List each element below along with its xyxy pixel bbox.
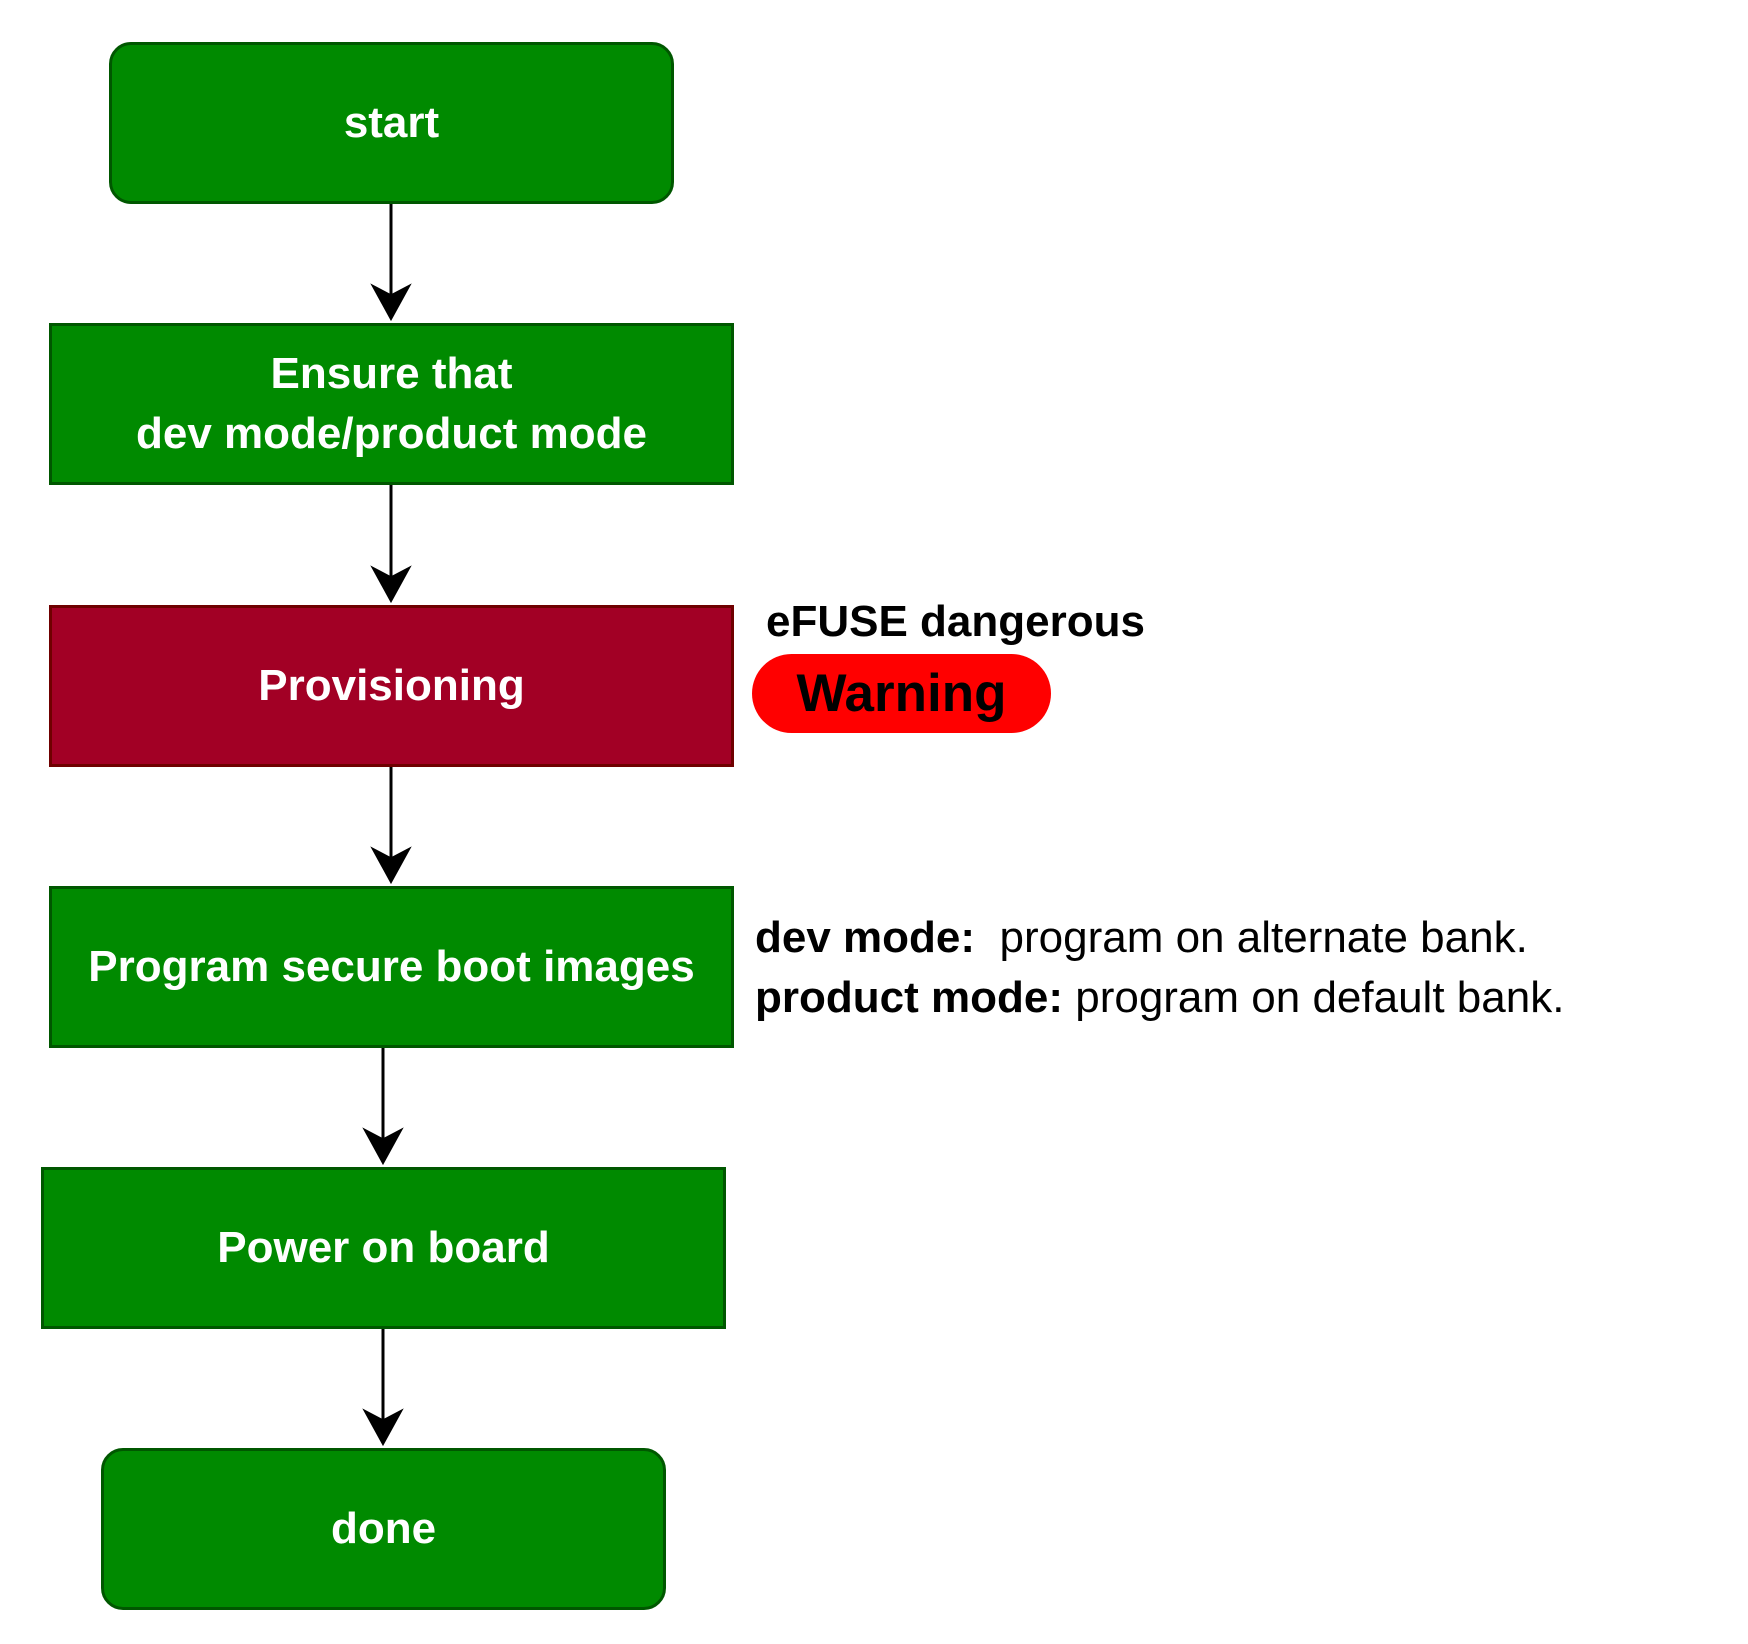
warning-badge: Warning (752, 654, 1051, 733)
product-mode-key: product mode: (755, 973, 1063, 1022)
start-node-label: start (343, 98, 440, 147)
provisioning-node-label: Provisioning (258, 661, 525, 710)
edge-start-ensure (370, 204, 412, 322)
program-node-label: Program secure boot images (88, 942, 695, 991)
product-mode-note: product mode: program on default bank. (755, 968, 1564, 1028)
dev-mode-text: program on alternate bank. (999, 913, 1528, 962)
program-secure-boot-images-node: Program secure boot images (49, 886, 734, 1048)
warning-badge-label: Warning (796, 664, 1007, 723)
mode-notes: dev mode: program on alternate bank. pro… (755, 908, 1564, 1028)
ensure-mode-node: Ensure that dev mode/product mode (49, 323, 734, 485)
ensure-mode-node-label: Ensure that dev mode/product mode (136, 349, 647, 458)
edge-ensure-provisioning (370, 485, 412, 604)
edge-provisioning-program (370, 767, 412, 885)
done-node-label: done (330, 1504, 437, 1553)
dev-mode-note: dev mode: program on alternate bank. (755, 908, 1564, 968)
dev-mode-key: dev mode: (755, 913, 976, 962)
done-node: done (101, 1448, 666, 1610)
provisioning-node: Provisioning (49, 605, 734, 767)
start-node: start (109, 42, 674, 204)
edge-power-done (362, 1329, 404, 1447)
power-on-board-node: Power on board (41, 1167, 726, 1329)
edge-program-power (362, 1048, 404, 1166)
power-node-label: Power on board (217, 1223, 550, 1272)
product-mode-text: program on default bank. (1075, 973, 1565, 1022)
efuse-dangerous-label: eFUSE dangerous (766, 597, 1145, 646)
